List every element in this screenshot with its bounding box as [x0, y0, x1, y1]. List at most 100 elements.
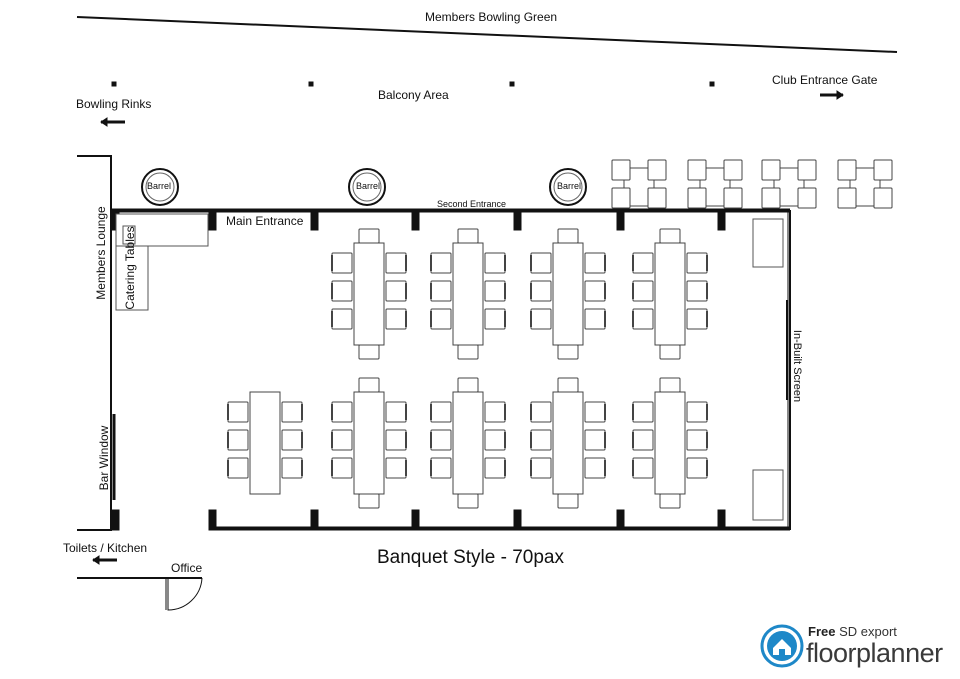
club-gate-arrow-head	[836, 90, 844, 100]
chair	[723, 187, 743, 209]
chair	[331, 429, 353, 451]
chair	[659, 377, 681, 393]
chair	[584, 457, 606, 479]
chair	[457, 228, 479, 244]
bowling-green-label: Members Bowling Green	[425, 10, 558, 24]
barrel-table	[141, 168, 179, 206]
chair	[687, 187, 707, 209]
chair	[686, 401, 708, 423]
banquet-table	[353, 391, 385, 495]
chair	[557, 228, 579, 244]
second-entrance-label: Second Entrance	[437, 199, 507, 209]
chair	[457, 377, 479, 393]
chair	[430, 252, 452, 274]
chair	[837, 187, 857, 209]
chair	[632, 401, 654, 423]
chair	[687, 159, 707, 181]
chair	[358, 228, 380, 244]
door-pillar	[411, 509, 420, 531]
balcony-label: Balcony Area	[378, 88, 449, 102]
door-pillar	[411, 209, 420, 231]
banquet-table	[249, 391, 281, 495]
banquet-table	[353, 242, 385, 346]
chair	[632, 280, 654, 302]
export-badge: Free SD export	[808, 624, 897, 639]
catering-tables-label: Catering Tables	[123, 226, 137, 310]
chair	[611, 187, 631, 209]
chair	[530, 401, 552, 423]
chair	[281, 457, 303, 479]
barrel-label: Barrel	[557, 181, 582, 191]
barrel-table	[549, 168, 587, 206]
chair	[484, 429, 506, 451]
chair	[484, 457, 506, 479]
bar-window-label: Bar Window	[97, 425, 111, 491]
layout-title: Banquet Style - 70pax	[377, 547, 564, 568]
catering-table	[115, 245, 149, 311]
catering-table	[115, 213, 209, 247]
chair	[659, 493, 681, 509]
brand-name: floorplanner	[806, 638, 943, 668]
chair	[761, 187, 781, 209]
chair	[457, 344, 479, 360]
chair	[632, 308, 654, 330]
chair	[659, 228, 681, 244]
floorplanner-logo: Free SD export floorplanner	[760, 622, 950, 668]
balcony-post	[709, 81, 715, 87]
floorplanner-house-icon	[760, 624, 804, 668]
chair	[484, 308, 506, 330]
chair	[686, 280, 708, 302]
chair	[837, 159, 857, 181]
toilets-kitchen-label: Toilets / Kitchen	[63, 541, 148, 555]
chair	[331, 401, 353, 423]
chair	[797, 159, 817, 181]
chair	[530, 457, 552, 479]
balcony-post	[111, 81, 117, 87]
chair	[484, 252, 506, 274]
chair	[358, 377, 380, 393]
club-gate-label: Club Entrance Gate	[772, 73, 878, 87]
door-pillar	[616, 509, 625, 531]
chair	[385, 429, 407, 451]
chair	[385, 280, 407, 302]
chair	[686, 457, 708, 479]
banquet-table	[452, 391, 484, 495]
chair	[530, 252, 552, 274]
chair	[358, 493, 380, 509]
door-pillar	[717, 209, 726, 231]
chair	[584, 429, 606, 451]
chair	[686, 252, 708, 274]
chair	[358, 344, 380, 360]
chair	[611, 159, 631, 181]
banquet-table	[654, 242, 686, 346]
chair	[331, 252, 353, 274]
chair	[430, 429, 452, 451]
chair	[584, 401, 606, 423]
side-table	[752, 218, 784, 268]
chair	[227, 401, 249, 423]
chair	[632, 429, 654, 451]
chair	[557, 377, 579, 393]
balcony-post	[509, 81, 515, 87]
bowling-rinks-label: Bowling Rinks	[76, 97, 152, 111]
chair	[385, 401, 407, 423]
chair	[430, 457, 452, 479]
chair	[632, 252, 654, 274]
chair	[530, 308, 552, 330]
chair	[530, 280, 552, 302]
furniture-layer	[115, 159, 893, 521]
chair	[484, 401, 506, 423]
chair	[227, 457, 249, 479]
chair	[430, 401, 452, 423]
plan-walls	[76, 16, 898, 611]
chair	[385, 252, 407, 274]
chair	[385, 457, 407, 479]
chair	[686, 308, 708, 330]
chair	[723, 159, 743, 181]
barrel-table-inner	[352, 172, 382, 202]
chair	[584, 280, 606, 302]
chair	[632, 457, 654, 479]
bowling-green-boundary	[76, 16, 898, 53]
banquet-table	[552, 242, 584, 346]
